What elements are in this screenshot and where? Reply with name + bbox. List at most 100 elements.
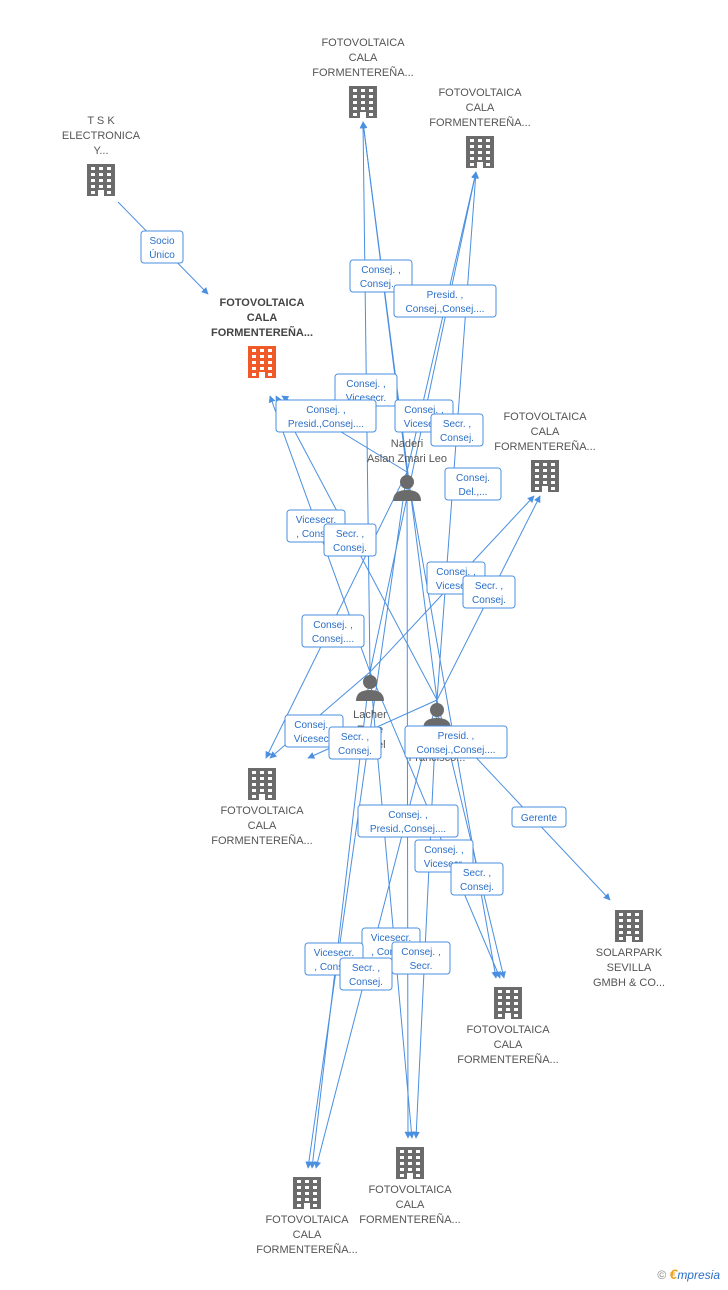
- role-badge: Consej. Del.,...: [444, 467, 502, 501]
- building-icon: [466, 136, 494, 168]
- node-label: FORMENTEREÑA...: [211, 834, 312, 847]
- role-badge: Secr. , Consej.: [450, 862, 504, 896]
- node-label: T S K: [87, 115, 115, 127]
- building-icon: [87, 164, 115, 196]
- node-label: FORMENTEREÑA...: [211, 326, 313, 339]
- brand-watermark: © €mpresia: [657, 1266, 720, 1282]
- node-label: SOLARPARK: [596, 947, 663, 959]
- node-label: FORMENTEREÑA...: [256, 1243, 357, 1256]
- role-text: Secr. ,: [352, 963, 380, 974]
- role-text: Socio: [149, 236, 174, 247]
- relation-edge: [412, 699, 438, 1139]
- role-text: Consej....: [312, 634, 354, 645]
- copyright-symbol: ©: [657, 1268, 667, 1282]
- role-text: Gerente: [521, 813, 558, 824]
- building-icon: [615, 910, 643, 942]
- role-text: Consej.: [456, 473, 490, 484]
- company-node[interactable]: FOTOVOLTAICA CALA FORMENTEREÑA...: [494, 411, 596, 492]
- building-icon: [349, 86, 377, 118]
- node-label: SEVILLA: [607, 962, 652, 974]
- role-text: Presid.,Consej....: [288, 419, 364, 430]
- role-badge: Secr. ,Consej.: [430, 413, 484, 447]
- person-icon: [393, 475, 421, 501]
- node-label: CALA: [349, 52, 378, 64]
- role-text: Presid. ,: [427, 290, 464, 301]
- role-text: Secr. ,: [336, 529, 364, 540]
- node-label: FOTOVOLTAICA: [368, 1184, 452, 1196]
- role-text: Presid.,Consej....: [370, 824, 446, 835]
- node-label: FORMENTEREÑA...: [494, 440, 595, 453]
- role-badge: Presid. ,Consej.,Consej....: [404, 725, 508, 759]
- node-label: CALA: [248, 820, 277, 832]
- role-badge: Secr. , Consej.: [328, 726, 382, 760]
- building-icon: [494, 987, 522, 1019]
- company-node[interactable]: FOTOVOLTAICA CALA FORMENTEREÑA...: [256, 1177, 358, 1256]
- role-text: Consej. ,: [361, 265, 400, 276]
- node-label: Naderi: [391, 438, 423, 450]
- role-text: , Consej.: [314, 962, 353, 973]
- role-text: Consej.: [333, 543, 367, 554]
- company-node[interactable]: FOTOVOLTAICA CALA FORMENTEREÑA...: [211, 768, 313, 847]
- role-text: Consej.: [472, 595, 506, 606]
- node-label: FORMENTEREÑA...: [457, 1053, 558, 1066]
- role-text: Consej.: [460, 882, 494, 893]
- role-badge: Consej. , Presid.,Consej....: [357, 804, 459, 838]
- node-label: FOTOVOLTAICA: [438, 87, 522, 99]
- company-node[interactable]: FOTOVOLTAICACALAFORMENTEREÑA...: [211, 297, 313, 378]
- role-badge: Consej. , Consej....: [301, 614, 365, 648]
- role-text: Vicesecr.: [314, 948, 354, 959]
- node-label: FOTOVOLTAICA: [321, 37, 405, 49]
- building-icon: [248, 768, 276, 800]
- role-text: Vicesecr.: [404, 419, 444, 430]
- role-text: Vicesecr.: [346, 393, 386, 404]
- person-icon: [356, 675, 384, 701]
- role-text: Secr. ,: [475, 581, 503, 592]
- role-text: Vicesecr.: [424, 859, 464, 870]
- role-text: Secr. ,: [443, 419, 471, 430]
- node-label: FORMENTEREÑA...: [312, 66, 413, 79]
- company-node[interactable]: FOTOVOLTAICACALAFORMENTEREÑA...: [457, 987, 559, 1066]
- role-text: Consej. ,: [404, 405, 443, 416]
- role-text: Secr. ,: [463, 868, 491, 879]
- role-text: Consej. ,: [306, 405, 345, 416]
- role-text: Consej....: [360, 279, 402, 290]
- role-text: Secr. ,: [341, 732, 369, 743]
- role-text: Del.,...: [459, 487, 488, 498]
- company-node[interactable]: FOTOVOLTAICA CALA FORMENTEREÑA...: [312, 37, 414, 118]
- node-label: FOTOVOLTAICA: [503, 411, 587, 423]
- role-text: Vicesecr.: [371, 933, 411, 944]
- role-badge: Gerente: [511, 806, 567, 828]
- company-node[interactable]: T S KELECTRONICAY...: [62, 115, 141, 196]
- role-text: Consej. ,: [436, 567, 475, 578]
- role-text: Consej.,Consej....: [417, 745, 496, 756]
- role-badge: Secr. , Consej.: [462, 575, 516, 609]
- node-label: FORMENTEREÑA...: [429, 116, 530, 129]
- role-text: Consej.: [338, 746, 372, 757]
- role-text: Consej.: [349, 977, 383, 988]
- company-node[interactable]: FOTOVOLTAICACALAFORMENTEREÑA...: [359, 1147, 461, 1226]
- relation-edge: [406, 471, 499, 979]
- node-label: CALA: [494, 1039, 523, 1051]
- node-label: CALA: [293, 1229, 322, 1241]
- role-text: Único: [149, 248, 175, 261]
- role-text: Consej. ,: [294, 720, 333, 731]
- node-label: FOTOVOLTAICA: [220, 805, 304, 817]
- role-text: Consej. ,: [388, 810, 427, 821]
- building-icon: [531, 460, 559, 492]
- node-label: FORMENTEREÑA...: [359, 1213, 460, 1226]
- company-node[interactable]: FOTOVOLTAICA CALA FORMENTEREÑA...: [429, 87, 531, 168]
- node-label: CALA: [466, 102, 495, 114]
- node-label: FOTOVOLTAICA: [265, 1214, 349, 1226]
- role-text: , Consej.: [371, 947, 410, 958]
- person-icon: [423, 703, 451, 729]
- node-label: CALA: [531, 426, 560, 438]
- role-text: Consej. ,: [313, 620, 352, 631]
- brand-name: mpresia: [677, 1268, 720, 1282]
- role-text: Secr.: [410, 961, 433, 972]
- brand-logo-e: €: [669, 1266, 678, 1282]
- role-badge: Secr. , Consej.: [323, 523, 377, 557]
